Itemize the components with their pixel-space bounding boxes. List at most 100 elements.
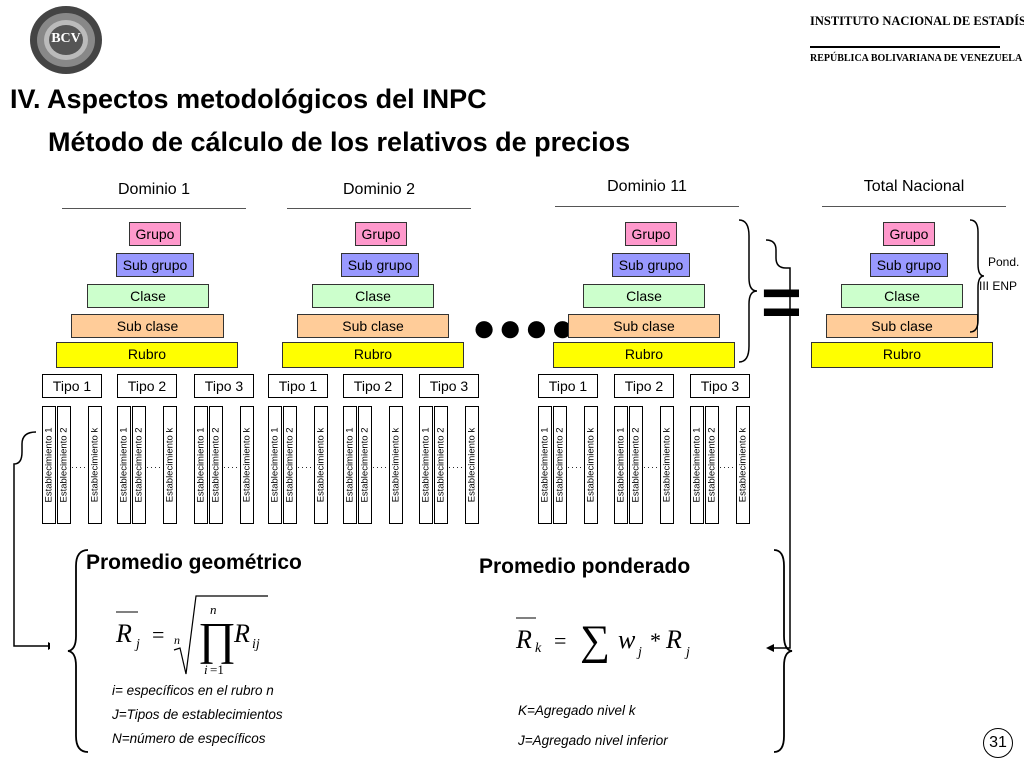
d1-tipo-2: Tipo 2 [117, 374, 177, 398]
svg-text:=: = [554, 628, 566, 653]
establecimiento-label: Establecimiento 1 [118, 427, 130, 503]
establecimiento-column: Establecimiento 2 [705, 406, 719, 524]
establecimiento-label: Establecimiento k [89, 427, 101, 503]
weighted-formula: R k = ∑ w j * R j [510, 604, 710, 668]
domain-11-rubro: Rubro [553, 342, 735, 368]
d2-tipo-3: Tipo 3 [419, 374, 479, 398]
bcv-logo: BCV [28, 4, 104, 76]
weighted-note-2: J=Agregado nivel inferior [518, 733, 668, 748]
establecimiento-label: Establecimiento 1 [195, 427, 207, 503]
establecimiento-label: Establecimiento 1 [691, 427, 703, 503]
d2-tipo-2: Tipo 2 [343, 374, 403, 398]
establecimiento-column: Establecimiento 1 [614, 406, 628, 524]
weighted-title: Promedio ponderado [479, 555, 691, 578]
page-number: 31 [983, 728, 1013, 758]
weighted-right-brace [773, 549, 793, 753]
domain-1-label: Dominio 1 [117, 181, 191, 198]
domain-2-subgrupo: Sub grupo [341, 253, 419, 277]
total-nacional-label: Total Nacional [863, 178, 965, 195]
establecimiento-column: Establecimiento k [389, 406, 403, 524]
domain-11-right-brace [738, 219, 758, 363]
establecimiento-column: Establecimiento k [736, 406, 750, 524]
svg-text:=: = [152, 622, 164, 647]
d1-tipo-3: Tipo 3 [194, 374, 254, 398]
domain-11-subclase: Sub clase [568, 314, 720, 338]
establecimiento-column: Establecimiento k [314, 406, 328, 524]
establecimiento-column: Establecimiento 1 [117, 406, 131, 524]
establecimiento-column: Establecimiento 2 [434, 406, 448, 524]
svg-text:∏: ∏ [198, 613, 236, 664]
weighted-note-1: K=Agregado nivel k [518, 703, 636, 718]
svg-text:j: j [684, 645, 690, 660]
ine-logo: INSTITUTO NACIONAL DE ESTADÍSTICA REPÚBL… [810, 2, 1024, 68]
establecimiento-column: Establecimiento 2 [132, 406, 146, 524]
establecimiento-label: Establecimiento k [466, 427, 478, 503]
d11-tipo-1: Tipo 1 [538, 374, 598, 398]
establecimiento-label: Establecimiento k [390, 427, 402, 503]
establecimiento-ellipsis: ····· [372, 462, 392, 472]
page-subtitle: Método de cálculo de los relativos de pr… [48, 127, 631, 157]
establecimiento-column: Establecimiento 1 [538, 406, 552, 524]
geometric-note-3: N=número de específicos [112, 731, 266, 746]
svg-text:=1: =1 [210, 662, 224, 677]
bcv-logo-text: BCV [51, 31, 81, 46]
establecimiento-ellipsis: ····· [297, 462, 317, 472]
domain-1-rubro: Rubro [56, 342, 238, 368]
domain-11-label: Dominio 11 [607, 178, 687, 195]
domain-2-underline [287, 208, 471, 209]
svg-text:R: R [115, 619, 132, 648]
svg-text:i: i [204, 662, 208, 677]
establecimiento-label: Establecimiento k [737, 427, 749, 503]
domain-1-subgrupo: Sub grupo [116, 253, 194, 277]
establecimiento-column: Establecimiento 1 [42, 406, 56, 524]
svg-text:k: k [535, 641, 542, 656]
domain-1-subclase: Sub clase [71, 314, 224, 338]
establecimiento-label: Establecimiento 1 [420, 427, 432, 503]
svg-text:w: w [618, 625, 636, 654]
establecimiento-label: Establecimiento k [315, 427, 327, 503]
domain-1-underline [62, 208, 246, 209]
establecimiento-label: Establecimiento 1 [344, 427, 356, 503]
establecimiento-label: Establecimiento 2 [359, 427, 371, 503]
page-title: IV. Aspectos metodológicos del INPC [10, 84, 487, 114]
establecimiento-ellipsis: ····· [643, 462, 663, 472]
establecimiento-column: Establecimiento 1 [194, 406, 208, 524]
establecimiento-label: Establecimiento 2 [554, 427, 566, 503]
establecimiento-column: Establecimiento k [584, 406, 598, 524]
domain-2-label: Dominio 2 [342, 181, 416, 198]
domain-2-clase: Clase [312, 284, 434, 308]
svg-text:n: n [174, 633, 180, 647]
ine-logo-name: INSTITUTO NACIONAL DE ESTADÍSTICA [810, 14, 1024, 28]
establecimiento-column: Establecimiento k [465, 406, 479, 524]
domain-2-subclase: Sub clase [297, 314, 449, 338]
d2-tipo-1: Tipo 1 [268, 374, 328, 398]
svg-text:j: j [134, 637, 140, 652]
establecimiento-label: Establecimiento 2 [284, 427, 296, 503]
geometric-note-1: i= específicos en el rubro n [112, 683, 274, 698]
establecimiento-label: Establecimiento 2 [630, 427, 642, 503]
total-rubro: Rubro [811, 342, 993, 368]
svg-text:n: n [210, 602, 217, 617]
geometric-left-brace [67, 549, 89, 753]
establecimiento-label: Establecimiento k [585, 427, 597, 503]
ine-logo-country: REPÚBLICA BOLIVARIANA DE VENEZUELA [810, 53, 1023, 64]
establecimiento-label: Establecimiento 2 [210, 427, 222, 503]
svg-text:∑: ∑ [580, 618, 610, 664]
domain-11-underline [555, 206, 739, 207]
establecimiento-column: Establecimiento 2 [629, 406, 643, 524]
geometric-formula: R j = n n ∏ i =1 R ij [110, 592, 290, 678]
establecimiento-column: Establecimiento 1 [343, 406, 357, 524]
establecimiento-ellipsis: ····· [448, 462, 468, 472]
svg-text:R: R [233, 619, 250, 648]
total-subgrupo: Sub grupo [870, 253, 948, 277]
establecimiento-label: Establecimiento 1 [539, 427, 551, 503]
establecimiento-label: Establecimiento k [241, 427, 253, 503]
establecimiento-column: Establecimiento k [240, 406, 254, 524]
geometric-title: Promedio geométrico [86, 551, 302, 574]
svg-text:j: j [636, 645, 642, 660]
establecimiento-column: Establecimiento k [163, 406, 177, 524]
establecimiento-label: Establecimiento k [164, 427, 176, 503]
establecimiento-label: Establecimiento k [661, 427, 673, 503]
svg-text:*: * [650, 628, 661, 653]
establecimiento-label: Establecimiento 1 [269, 427, 281, 503]
